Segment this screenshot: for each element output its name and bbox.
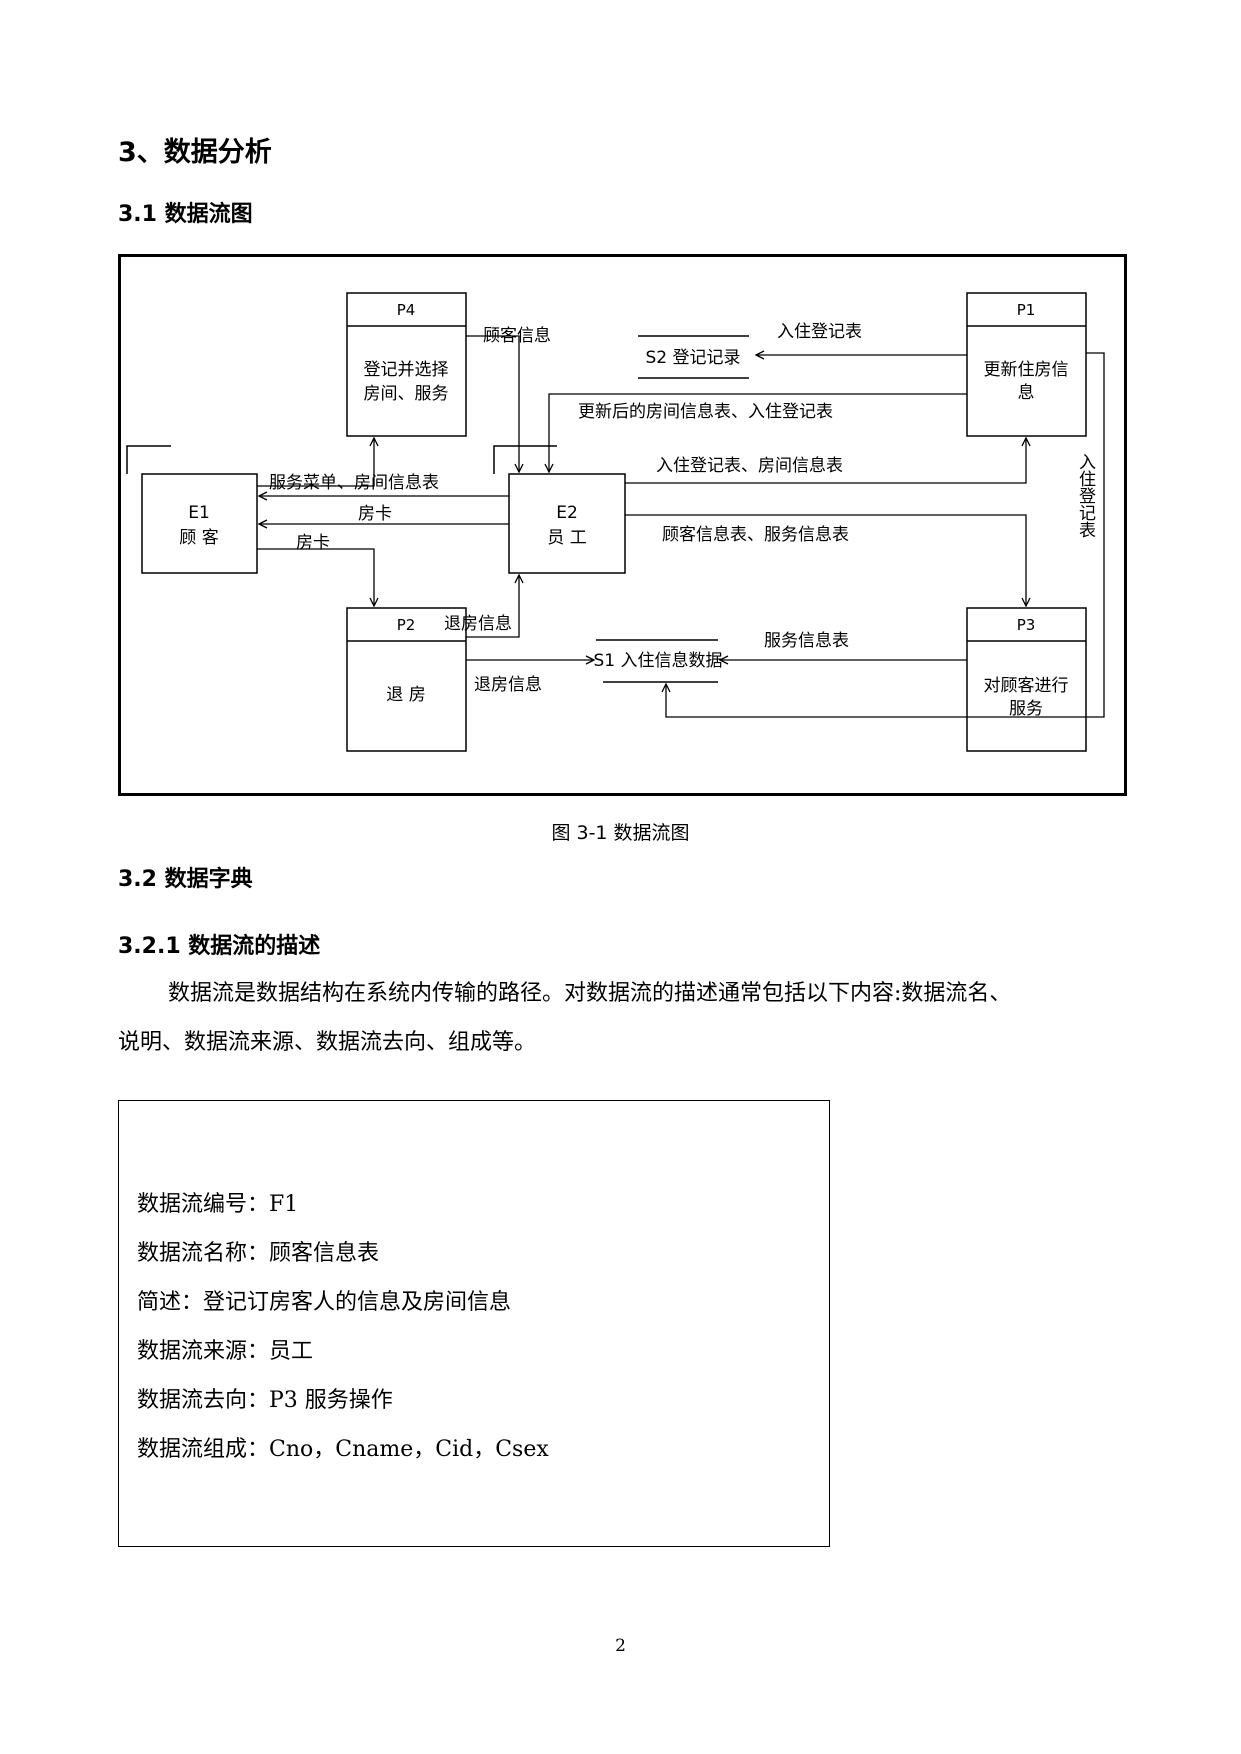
- entity-e1-id: E1: [188, 503, 210, 523]
- page-number: 2: [615, 1636, 626, 1656]
- paragraph-line-2: 说明、数据流来源、数据流去向、组成等。: [118, 1030, 537, 1055]
- process-p2-label: 退 房: [386, 685, 425, 705]
- flow-p1-to-s1: [666, 352, 1105, 718]
- flow-label-customer-info: 顾客信息: [483, 326, 551, 346]
- process-p3-line2: 服务: [1009, 699, 1043, 719]
- flow-label-checkin-form-top: 入住登记表: [777, 322, 862, 342]
- process-p4-id: P4: [397, 301, 416, 319]
- figure-caption: 图 3-1 数据流图: [551, 822, 690, 844]
- dictionary-flow-id: 数据流编号：F1: [137, 1192, 299, 1217]
- flow-label-room-card-2: 房卡: [296, 533, 330, 553]
- process-p4-line2: 房间、服务: [364, 384, 449, 404]
- entity-e2-label: 员 工: [547, 528, 586, 548]
- dictionary-flow-name: 数据流名称：顾客信息表: [137, 1241, 380, 1266]
- data-dictionary-box: 数据流编号：F1 数据流名称：顾客信息表 简述：登记订房客人的信息及房间信息 数…: [118, 1100, 830, 1547]
- data-flow-diagram-svg: P4 登记并选择 房间、服务 P1 更新住房信 息 P2 退 房 P3 对顾客进…: [126, 292, 1105, 752]
- datastore-s1: S1 入住信息数据: [593, 639, 723, 683]
- process-p2-id: P2: [397, 616, 416, 634]
- dictionary-flow-destination: 数据流去向：P3 服务操作: [137, 1388, 393, 1413]
- subsubsection-title-flow: 3.2.1 数据流的描述: [118, 934, 321, 959]
- flow-label-menu-room-info: 服务菜单、房间信息表: [269, 473, 439, 493]
- flow-p1-to-e2: [549, 393, 967, 472]
- flow-p2-to-e2: [466, 575, 519, 638]
- data-flow-diagram: P4 登记并选择 房间、服务 P1 更新住房信 息 P2 退 房 P3 对顾客进…: [118, 254, 1127, 796]
- dictionary-flow-source: 数据流来源：员工: [137, 1339, 314, 1364]
- flow-e2-to-p3: [625, 514, 1026, 606]
- dictionary-flow-composition: 数据流组成：Cno，Cname，Cid，Csex: [137, 1437, 549, 1462]
- datastore-s2: S2 登记记录: [638, 335, 749, 379]
- entity-e1-label: 顾 客: [179, 528, 218, 548]
- process-p1: P1 更新住房信 息: [966, 292, 1087, 437]
- process-p1-line2: 息: [1018, 383, 1035, 403]
- flow-label-checkin-vertical: 入住登记表: [1075, 453, 1096, 538]
- process-p3-line1: 对顾客进行: [984, 676, 1069, 696]
- flow-label-updated-info: 更新后的房间信息表、入住登记表: [578, 402, 833, 422]
- paragraph-line-1: 数据流是数据结构在系统内传输的路径。对数据流的描述通常包括以下内容:数据流名、: [168, 981, 1012, 1006]
- flow-label-service-info: 服务信息表: [764, 631, 849, 651]
- flow-label-checkin-room-info: 入住登记表、房间信息表: [656, 456, 843, 476]
- entity-e1: E1 顾 客: [126, 445, 258, 574]
- subsection-title-dictionary: 3.2 数据字典: [118, 867, 253, 892]
- flow-label-checkout-info-2: 退房信息: [474, 675, 542, 695]
- process-p3-id: P3: [1017, 616, 1036, 634]
- process-p4-line1: 登记并选择: [364, 360, 449, 380]
- dictionary-description: 简述：登记订房客人的信息及房间信息: [137, 1290, 512, 1315]
- process-p1-id: P1: [1017, 301, 1036, 319]
- flow-label-checkout-info-1: 退房信息: [444, 614, 512, 634]
- flow-e2-to-p1: [625, 438, 1026, 484]
- process-p3: P3 对顾客进行 服务: [966, 607, 1087, 752]
- flow-p4-to-e2: [466, 335, 519, 472]
- entity-e2: E2 员 工: [493, 445, 626, 574]
- process-p2: P2 退 房: [346, 607, 467, 752]
- flow-e1-to-p4: [257, 438, 374, 487]
- entity-e2-id: E2: [556, 503, 578, 523]
- flow-label-customer-service-info: 顾客信息表、服务信息表: [662, 525, 849, 545]
- datastore-s1-label: S1 入住信息数据: [593, 651, 722, 671]
- subsection-title-dfd: 3.1 数据流图: [118, 202, 253, 227]
- process-p1-line1: 更新住房信: [984, 360, 1069, 380]
- flow-label-room-card-1: 房卡: [358, 504, 392, 524]
- datastore-s2-label: S2 登记记录: [645, 348, 740, 368]
- section-title: 3、数据分析: [118, 137, 272, 168]
- flow-e1-to-p2: [257, 548, 374, 606]
- process-p4: P4 登记并选择 房间、服务: [346, 292, 467, 437]
